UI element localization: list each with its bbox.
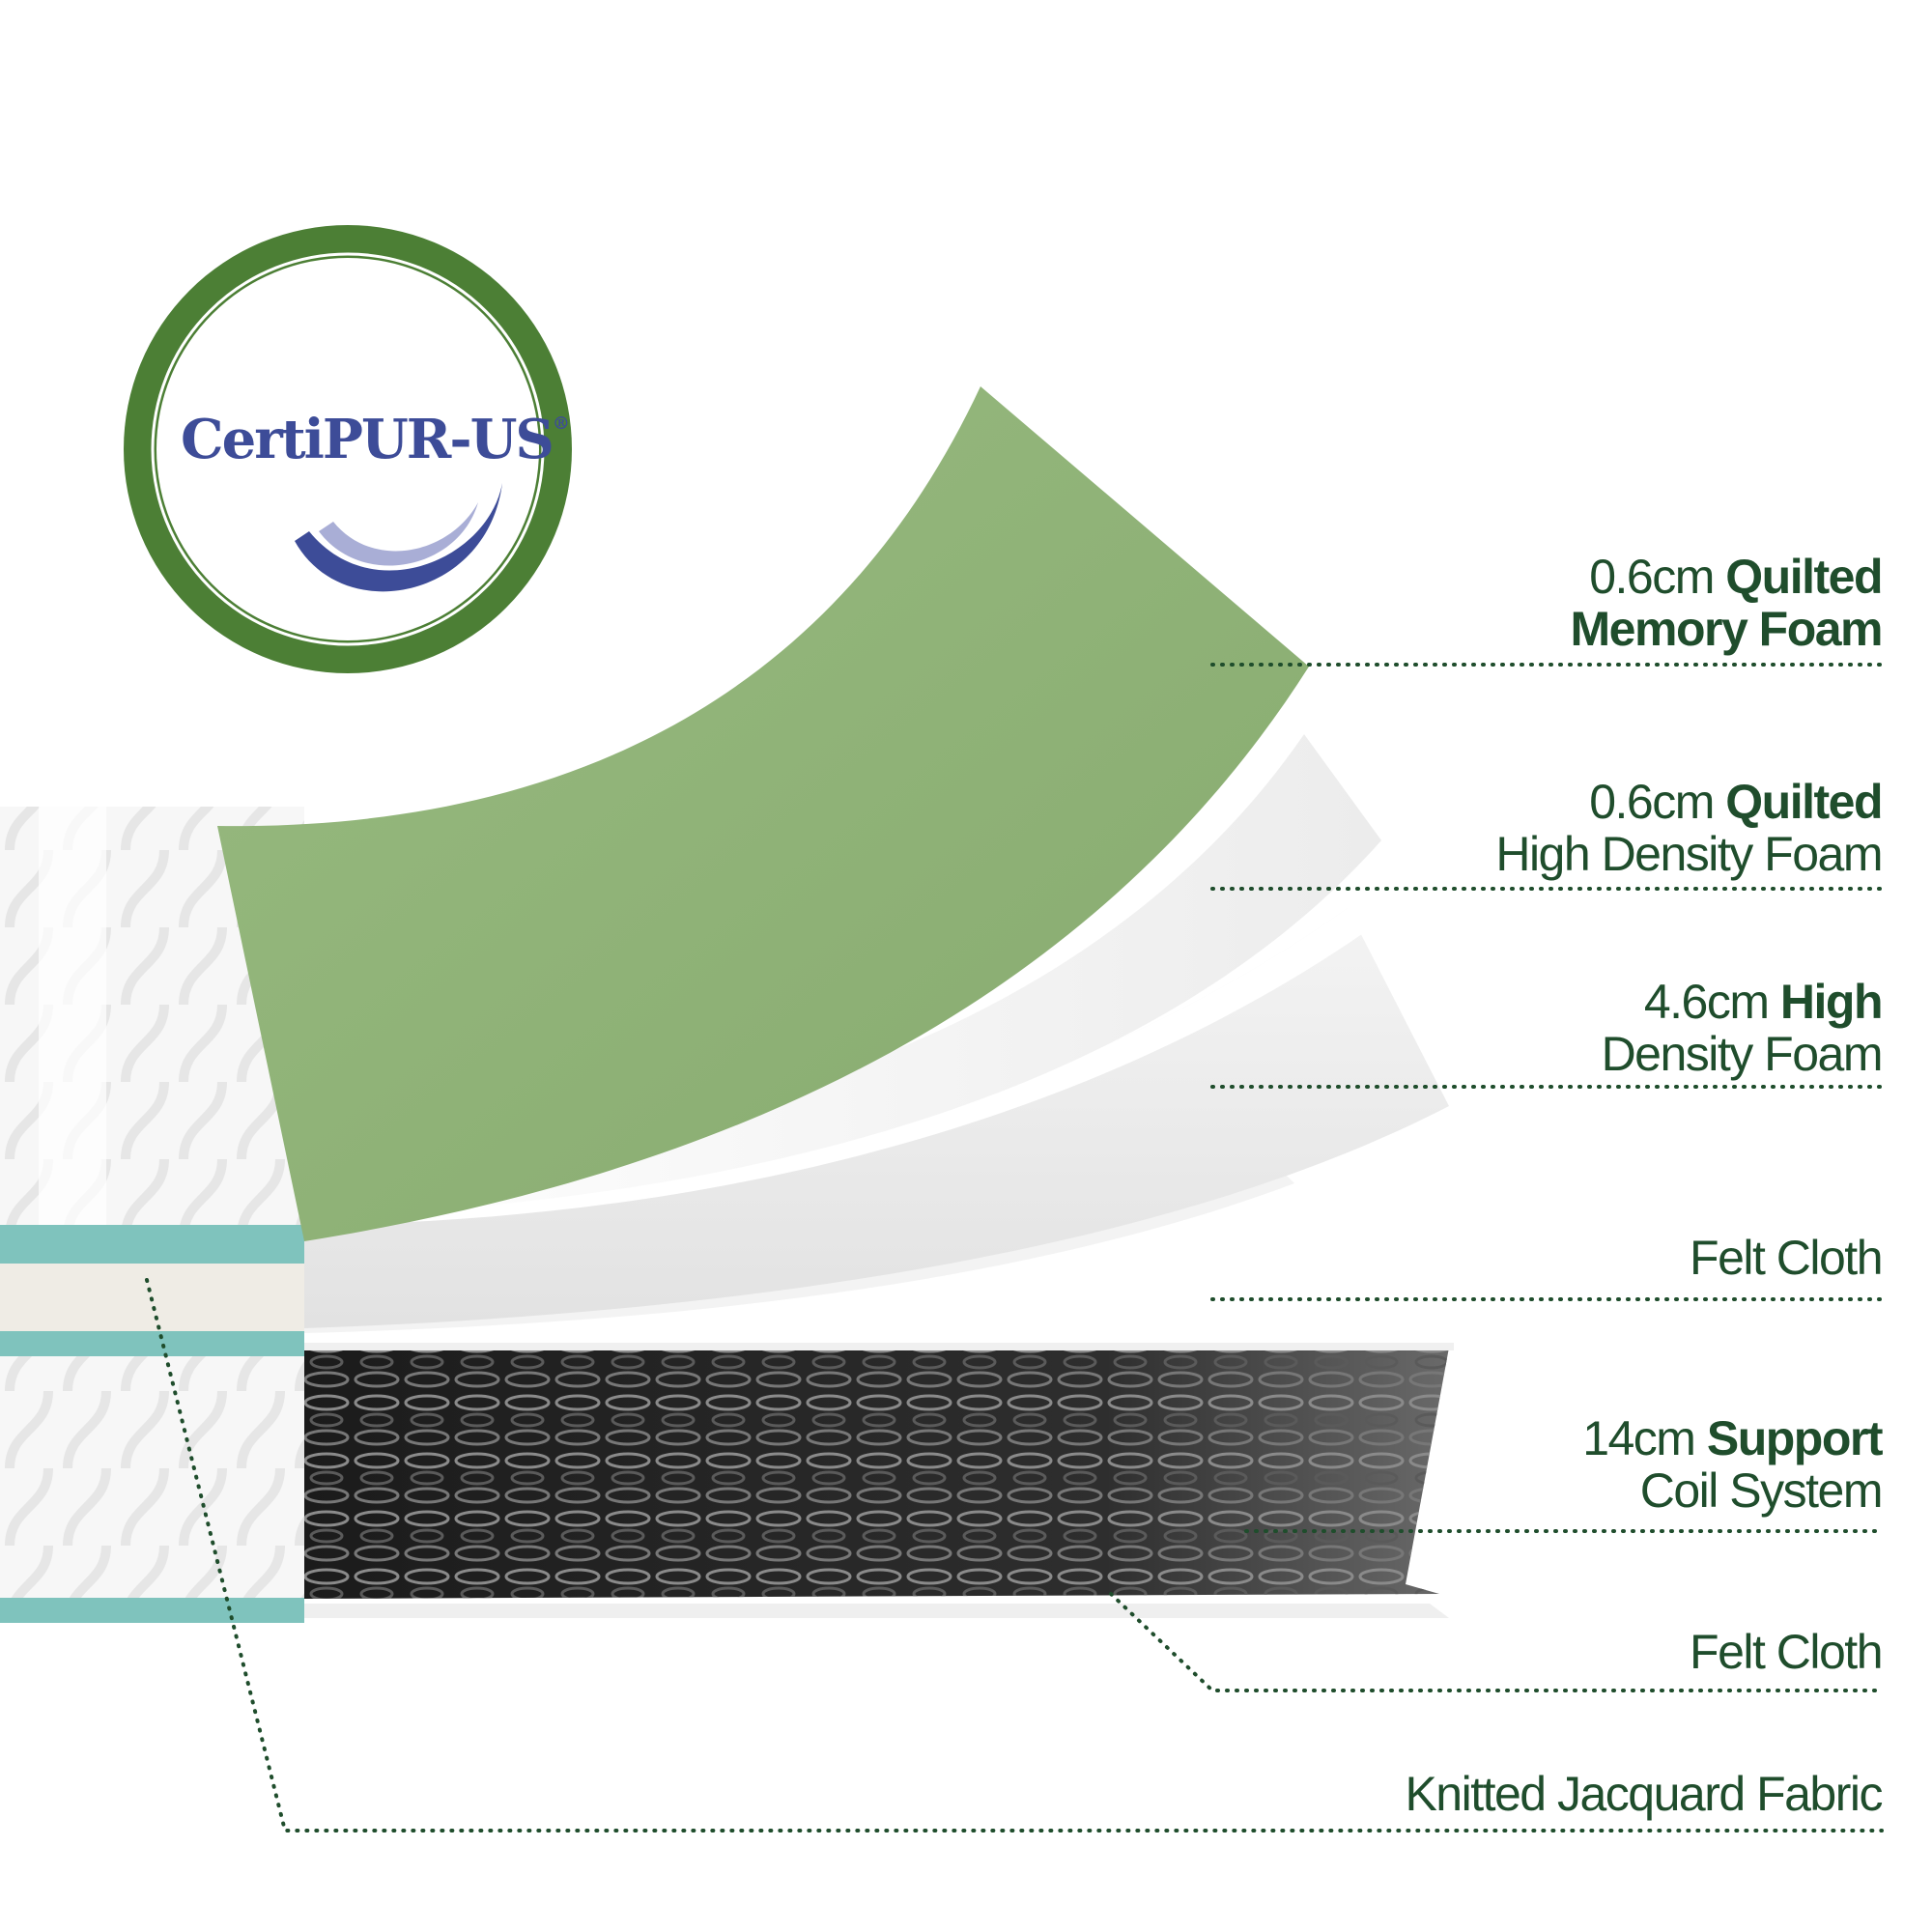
certipur-badge: CONTAINS CERTIFIED FLEXIBLE POLYURETHANE…: [109, 204, 575, 676]
coil-system: [304, 1343, 1454, 1599]
leader-lines: [145, 663, 1884, 1833]
label-felt-cloth-top: Felt Cloth: [1690, 1231, 1883, 1285]
memory-foam-layer: [217, 386, 1309, 1241]
label-high-density-foam: 4.6cm High Density Foam: [1601, 975, 1884, 1081]
badge-seal: CONTAINS CERTIFIED FLEXIBLE POLYURETHANE…: [109, 204, 572, 673]
badge-logo-text: CertiPUR-US®: [181, 408, 570, 471]
leader-line-jacquard: [145, 1278, 1884, 1833]
high-density-foam-layer: [304, 908, 1449, 1328]
leader-line-felt-bottom: [1109, 1592, 1884, 1692]
label-quilted-memory-foam: 0.6cm Quilted Memory Foam: [1570, 550, 1884, 656]
bottom-felt-cloth: [304, 1604, 1449, 1618]
label-knitted-jacquard-fabric: Knitted Jacquard Fabric: [1405, 1767, 1883, 1821]
label-support-coil-system: 14cm Support Coil System: [1582, 1411, 1883, 1518]
label-felt-cloth-bottom: Felt Cloth: [1690, 1625, 1883, 1679]
label-quilted-high-density-foam: 0.6cm Quilted High Density Foam: [1495, 775, 1883, 881]
